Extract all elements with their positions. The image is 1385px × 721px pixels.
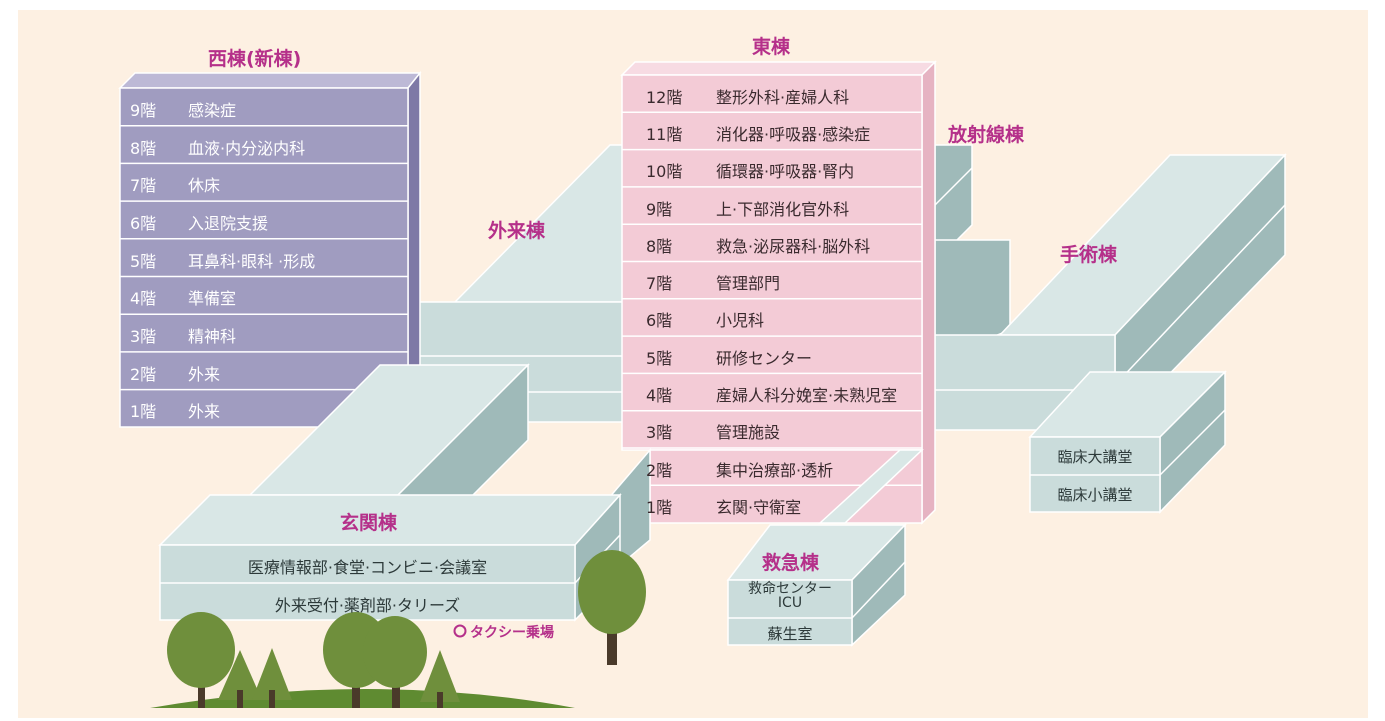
west-floor-row: 3階 精神科 [130, 323, 236, 347]
east-floor-number: 12階 [646, 87, 683, 107]
tree-icon [252, 648, 292, 708]
tree-icon [363, 616, 427, 708]
east-floor-row: 2階 集中治療部·透析 [646, 457, 833, 481]
taxi-marker-icon [453, 624, 467, 638]
west-floor-department: 外来 [188, 402, 221, 422]
west-floor-row: 1階 外来 [130, 398, 220, 422]
east-floor-number: 4階 [646, 386, 673, 406]
west-floor-row: 4階 準備室 [130, 285, 236, 309]
west-floor-number: 4階 [130, 289, 157, 309]
emergency-building [726, 523, 907, 647]
east-floor-row: 10階 循環器·呼吸器·腎内 [646, 158, 854, 182]
east-floor-row: 3階 管理施設 [646, 419, 780, 443]
east-floor-department: 集中治療部·透析 [716, 460, 834, 480]
east-floor-department: 産婦人科分娩室·未熟児室 [716, 386, 898, 406]
west-floor-number: 3階 [130, 327, 157, 347]
east-floor-department: 管理部門 [716, 274, 781, 294]
west-floor-department: 準備室 [188, 289, 237, 309]
west-floor-row: 8階 血液·内分泌内科 [130, 135, 305, 159]
east-floor-department: 小児科 [716, 311, 765, 331]
east-floor-department: 研修センター [716, 348, 813, 368]
east-floor-row: 7階 管理部門 [646, 270, 780, 294]
lecture-building [1028, 370, 1227, 514]
east-floor-number: 10階 [646, 162, 683, 182]
east-floor-number: 2階 [646, 460, 673, 480]
east-building [620, 60, 937, 525]
west-floor-number: 7階 [130, 176, 157, 196]
tree-icon [167, 612, 235, 708]
east-floor-department: 玄関·守衛室 [716, 497, 802, 517]
west-floor-department: 血液·内分泌内科 [188, 138, 306, 158]
west-floor-row: 9階 感染症 [130, 97, 236, 121]
west-floor-department: 外来 [188, 364, 221, 384]
east-floor-row: 9階 上·下部消化官外科 [646, 196, 849, 220]
east-floor-number: 5階 [646, 348, 673, 368]
east-floor-department: 救急·泌尿器科·脳外科 [716, 236, 871, 256]
radiology-building-label: 放射線棟 [948, 124, 1025, 146]
west-floor-department: 耳鼻科·眼科 ·形成 [188, 251, 316, 271]
entrance-floor-lower: 外来受付·薬剤部·タリーズ [274, 596, 461, 615]
tree-icon [420, 650, 460, 708]
west-floor-number: 2階 [130, 364, 157, 384]
east-floor-number: 8階 [646, 236, 673, 256]
east-floor-number: 6階 [646, 311, 673, 331]
east-floor-department: 整形外科·産婦人科 [716, 87, 850, 107]
park-scenery [150, 550, 646, 708]
east-floor-number: 7階 [646, 274, 673, 294]
west-floor-number: 1階 [130, 402, 157, 422]
east-floor-department: 管理施設 [716, 423, 781, 443]
east-floor-row: 4階 産婦人科分娩室·未熟児室 [646, 382, 897, 406]
east-floor-number: 9階 [646, 199, 673, 219]
east-floor-department: 循環器·呼吸器·腎内 [716, 162, 855, 182]
east-floor-row: 8階 救急·泌尿器科·脳外科 [646, 233, 870, 257]
emergency-building-label: 救急棟 [762, 552, 820, 574]
west-floor-row: 7階 休床 [130, 172, 220, 196]
east-floor-row: 12階 整形外科·産婦人科 [646, 84, 849, 108]
taxi-stand-label: タクシー乗場 [470, 625, 554, 641]
entrance-floor-upper: 医療情報部·食堂·コンビニ·会議室 [247, 558, 488, 577]
east-floor-row: 6階 小児科 [646, 307, 764, 331]
emergency-floor-lower: 蘇生室 [767, 625, 813, 643]
east-floor-number: 11階 [646, 124, 683, 144]
east-floor-number: 1階 [646, 497, 673, 517]
west-floor-number: 5階 [130, 251, 157, 271]
emergency-floor-upper: 救命センター ICU [748, 581, 832, 611]
east-floor-row: 11階 消化器·呼吸器·感染症 [646, 121, 870, 145]
lecture-hall-large: 臨床大講堂 [1057, 448, 1133, 466]
entrance-building-label: 玄関棟 [340, 512, 398, 534]
east-floor-number: 3階 [646, 423, 673, 443]
west-floor-row: 2階 外来 [130, 361, 220, 385]
west-floor-department: 休床 [188, 176, 221, 196]
east-floor-row: 5階 研修センター [646, 345, 812, 369]
west-floor-department: 精神科 [188, 327, 237, 347]
west-building-label: 西棟(新棟) [208, 48, 302, 70]
west-floor-number: 6階 [130, 213, 157, 233]
west-floor-row: 6階 入退院支援 [130, 210, 268, 234]
surgery-building-label: 手術棟 [1060, 244, 1118, 266]
tree-icon [218, 650, 262, 708]
connector-building [248, 363, 530, 530]
east-floor-department: 上·下部消化官外科 [716, 199, 850, 219]
tree-icon [578, 550, 646, 665]
outpatient-building-label: 外来棟 [488, 220, 546, 242]
west-floor-number: 9階 [130, 100, 157, 120]
west-floor-department: 入退院支援 [188, 213, 269, 233]
east-building-label: 東棟 [752, 36, 791, 58]
east-floor-row: 1階 玄関·守衛室 [646, 494, 801, 518]
west-floor-row: 5階 耳鼻科·眼科 ·形成 [130, 248, 315, 272]
east-floor-department: 消化器·呼吸器·感染症 [716, 124, 871, 144]
west-floor-number: 8階 [130, 138, 157, 158]
west-floor-department: 感染症 [188, 100, 237, 120]
lecture-hall-small: 臨床小講堂 [1057, 486, 1133, 504]
